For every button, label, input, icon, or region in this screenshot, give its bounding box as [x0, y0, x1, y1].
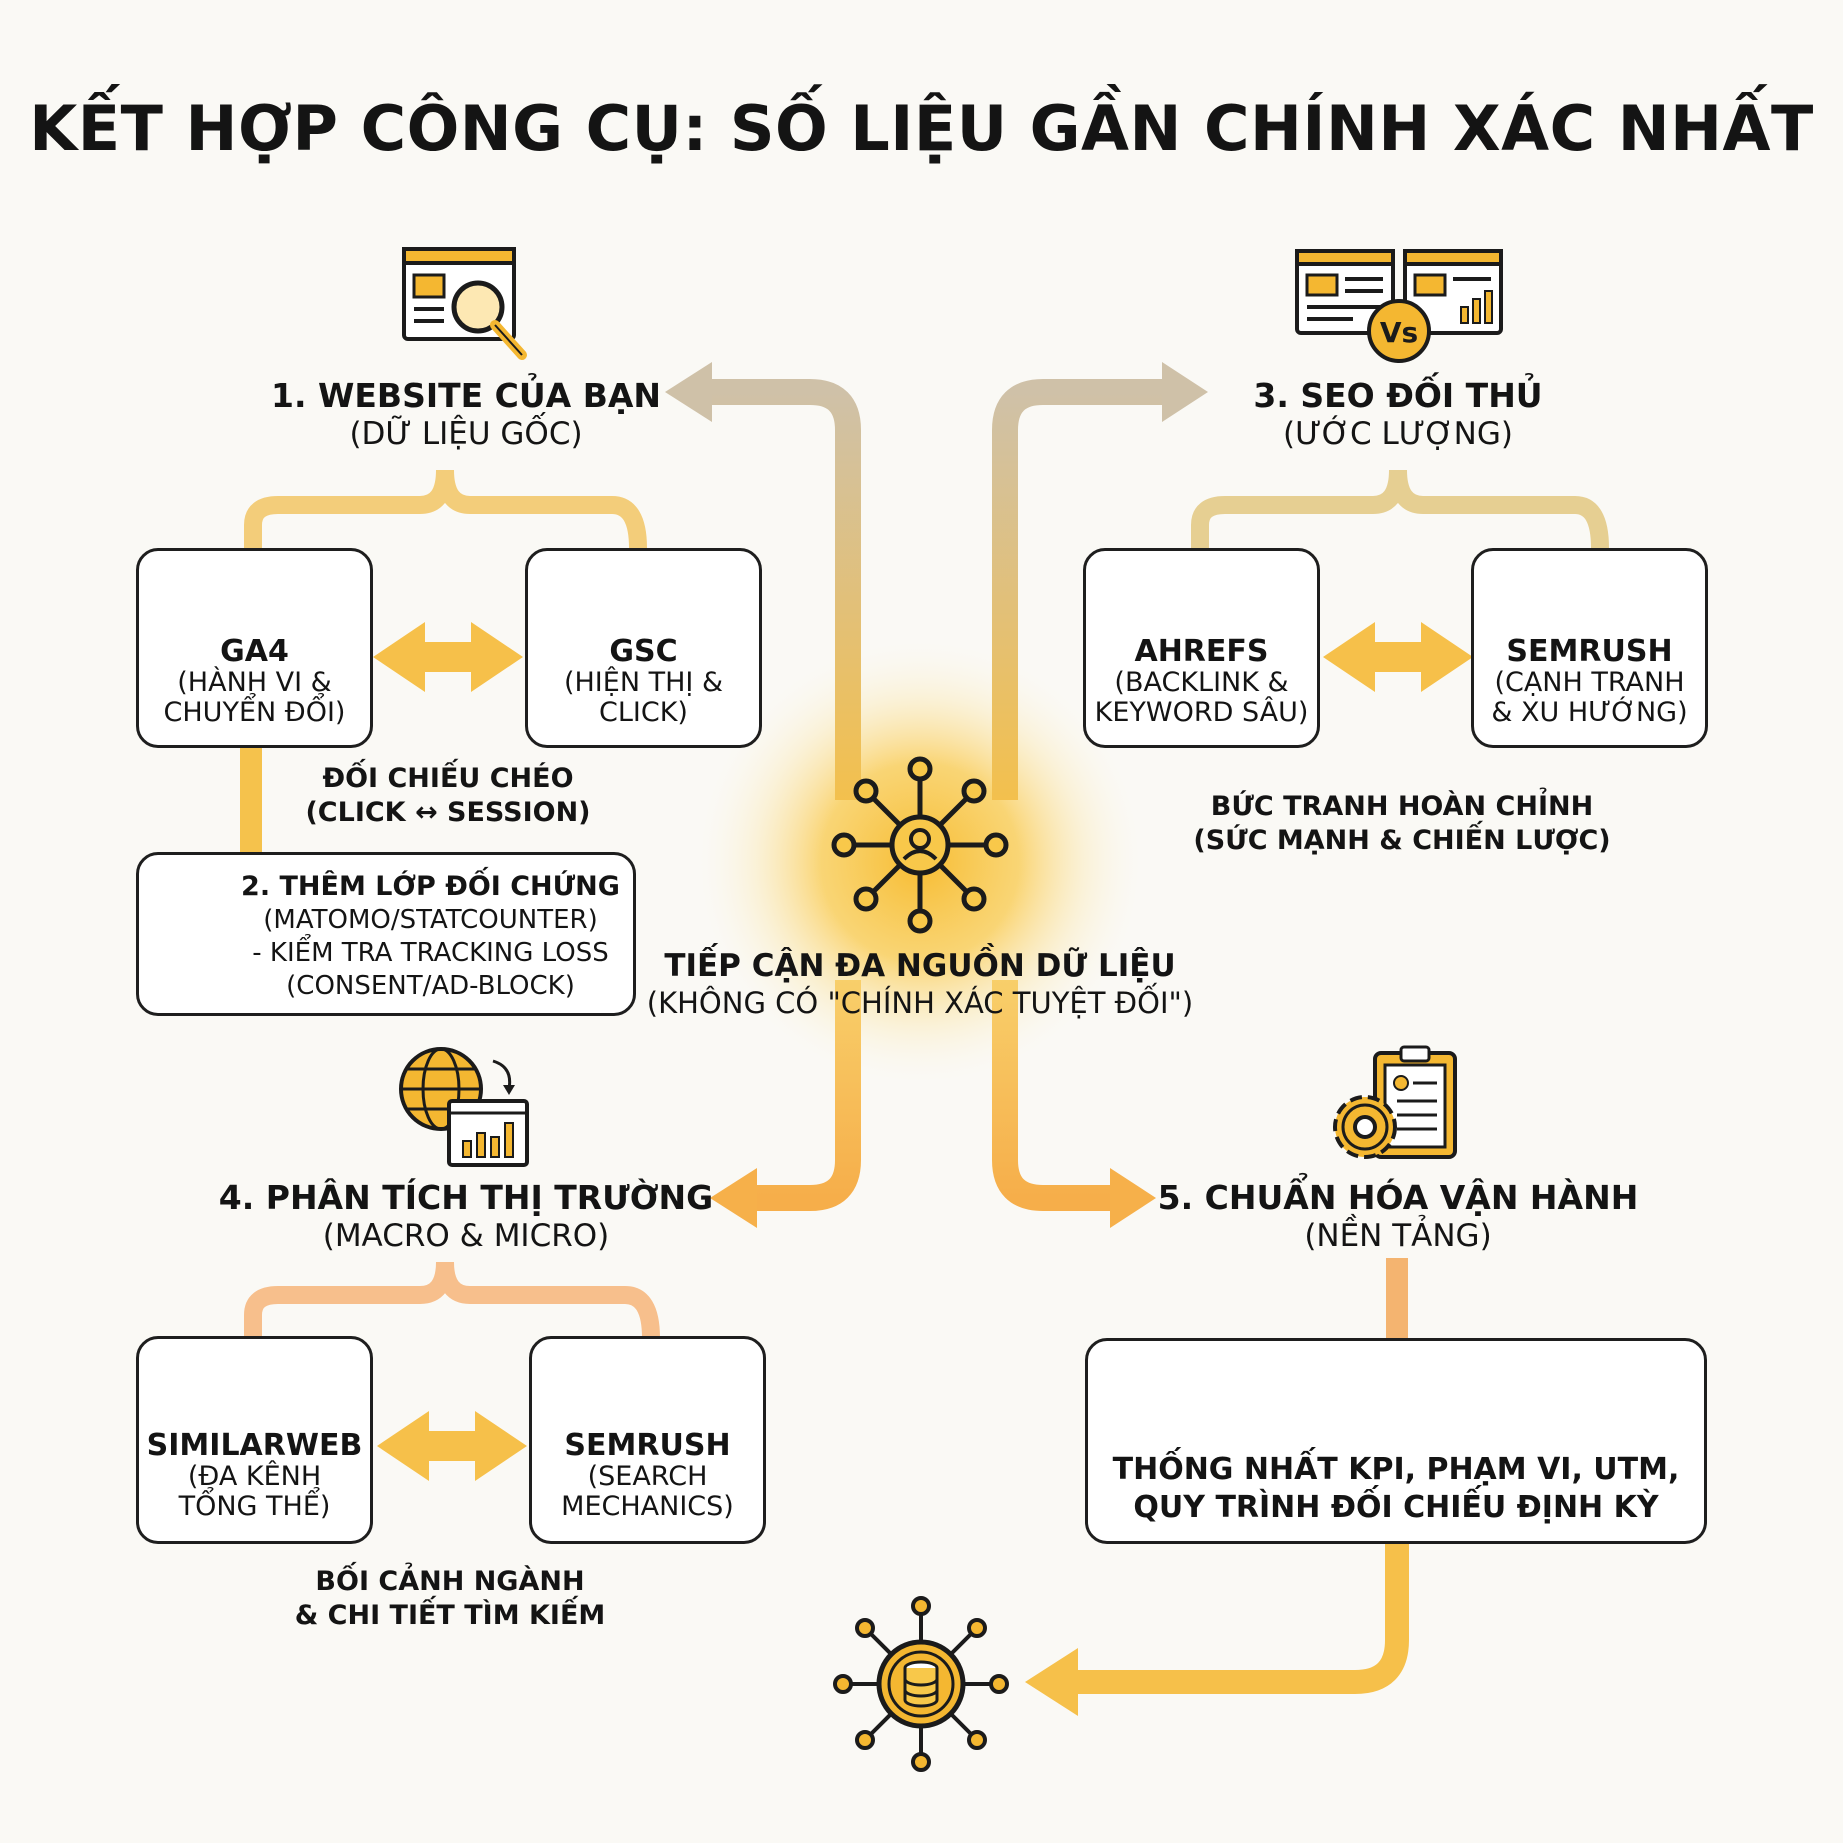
tool-semrush-competitor-line2: & XU HƯỚNG) [1491, 696, 1688, 728]
section-ops-heading: 5. CHUẨN HÓA VẬN HÀNH (NỀN TẢNG) [1098, 1178, 1698, 1255]
tool-semrush-competitor-line1: (CẠNH TRANH [1494, 667, 1685, 698]
double-arrow-ahrefs-semrush [1323, 622, 1473, 692]
tool-box-semrush-market: SEMRUSH (SEARCH MECHANICS) [529, 1336, 766, 1544]
svg-text:Vs: Vs [1380, 316, 1418, 349]
tool-gsc-name: GSC [609, 634, 678, 669]
tool-box-ga4: GA4 (HÀNH VI & CHUYỂN ĐỔI) [136, 548, 373, 748]
section-market-subtitle: (MACRO & MICRO) [322, 1217, 610, 1254]
gear-clipboard-icon [1333, 1045, 1457, 1159]
section-website-subtitle: (DỮ LIỆU GỐC) [349, 415, 583, 452]
arrow-to-competitor [992, 379, 1170, 800]
control-line1: 2. THÊM LỚP ĐỐI CHỨNG [241, 871, 620, 902]
arrow-to-website [700, 379, 861, 800]
section-market-title: 4. PHÂN TÍCH THỊ TRƯỜNG [218, 1178, 714, 1217]
section-website-heading: 1. WEBSITE CỦA BẠN (DỮ LIỆU GỐC) [166, 376, 766, 453]
tool-similarweb-line1: (ĐA KÊNH [187, 1461, 322, 1492]
tool-similarweb-line2: TỔNG THỂ) [178, 1490, 331, 1522]
section-ops-title: 5. CHUẨN HÓA VẬN HÀNH [1157, 1178, 1639, 1217]
section-competitor-title: 3. SEO ĐỐI THỦ [1253, 376, 1543, 415]
tool-gsc-line2: CLICK) [599, 696, 688, 728]
control-line4: (CONSENT/AD-BLOCK) [286, 970, 575, 1001]
section-competitor-subtitle: (ƯỚC LƯỢNG) [1283, 415, 1513, 452]
control-line3: - KIỂM TRA TRACKING LOSS [252, 937, 609, 968]
tool-gsc-line1: (HIỆN THỊ & [563, 667, 724, 698]
tool-semrush-market-name: SEMRUSH [564, 1428, 731, 1463]
tool-ahrefs-line1: (BACKLINK & [1114, 667, 1289, 698]
section-market-heading: 4. PHÂN TÍCH THỊ TRƯỜNG (MACRO & MICRO) [166, 1178, 766, 1255]
tool-ga4-line1: (HÀNH VI & [177, 667, 332, 698]
bracket-website [244, 469, 647, 549]
globe-chart-icon [399, 1047, 529, 1167]
ops-box: THỐNG NHẤT KPI, PHẠM VI, UTM, QUY TRÌNH … [1085, 1338, 1707, 1544]
center-subtitle: (KHÔNG CÓ "CHÍNH XÁC TUYỆT ĐỐI") [646, 986, 1194, 1021]
control-line2: (MATOMO/STATCOUNTER) [263, 904, 598, 935]
ops-box-line2: QUY TRÌNH ĐỐI CHIẾU ĐỊNH KỲ [1133, 1489, 1659, 1525]
note-full-picture: BỨC TRANH HOÀN CHỈNH (SỨC MẠNH & CHIẾN L… [1142, 790, 1662, 858]
note-cross-check-line1: ĐỐI CHIẾU CHÉO [322, 763, 574, 794]
note-full-picture-line2: (SỨC MẠNH & CHIẾN LƯỢC) [1193, 824, 1611, 856]
database-network-icon [833, 1596, 1009, 1772]
note-full-picture-line1: BỨC TRANH HOÀN CHỈNH [1210, 791, 1594, 822]
browser-versus-icon: Vs [1295, 249, 1503, 363]
tool-box-gsc: GSC (HIỆN THỊ & CLICK) [525, 548, 762, 748]
tool-semrush-competitor-name: SEMRUSH [1506, 634, 1673, 669]
browser-search-icon [402, 247, 527, 360]
tool-ahrefs-line2: KEYWORD SÂU) [1094, 696, 1309, 728]
bracket-competitor [1191, 469, 1609, 549]
section-ops-subtitle: (NỀN TẢNG) [1304, 1217, 1492, 1254]
section-competitor-heading: 3. SEO ĐỐI THỦ (ƯỚC LƯỢNG) [1098, 376, 1698, 453]
tool-semrush-market-line1: (SEARCH [587, 1461, 708, 1492]
tool-semrush-market-line2: MECHANICS) [561, 1490, 734, 1522]
double-arrow-similarweb-semrush [377, 1411, 527, 1481]
arrow-to-database [1075, 1540, 1409, 1694]
center-label: TIẾP CẬN ĐA NGUỒN DỮ LIỆU (KHÔNG CÓ "CHÍ… [620, 948, 1220, 1022]
note-industry-line2: & CHI TIẾT TÌM KIẾM [294, 1599, 606, 1631]
section-website-title: 1. WEBSITE CỦA BẠN [270, 376, 662, 415]
tool-box-semrush-competitor: SEMRUSH (CẠNH TRANH & XU HƯỚNG) [1471, 548, 1708, 748]
page-title: KẾT HỢP CÔNG CỤ: SỐ LIỆU GẦN CHÍNH XÁC N… [29, 92, 1814, 165]
arrow-to-ops [992, 980, 1120, 1211]
ops-box-line1: THỐNG NHẤT KPI, PHẠM VI, UTM, [1112, 1452, 1680, 1487]
network-hub-icon [831, 756, 1009, 934]
center-title: TIẾP CẬN ĐA NGUỒN DỮ LIỆU [664, 948, 1176, 984]
note-industry: BỐI CẢNH NGÀNH & CHI TIẾT TÌM KIẾM [190, 1565, 710, 1633]
tool-ga4-line2: CHUYỂN ĐỔI) [163, 696, 346, 728]
note-cross-check: ĐỐI CHIẾU CHÉO (CLICK ↔ SESSION) [188, 762, 708, 830]
tool-box-ahrefs: AHREFS (BACKLINK & KEYWORD SÂU) [1083, 548, 1320, 748]
tool-box-similarweb: SIMILARWEB (ĐA KÊNH TỔNG THỂ) [136, 1336, 373, 1544]
tool-similarweb-name: SIMILARWEB [146, 1428, 363, 1463]
bracket-market [244, 1261, 660, 1339]
double-arrow-ga4-gsc [373, 622, 523, 692]
note-cross-check-line2: (CLICK ↔ SESSION) [305, 796, 591, 828]
arrow-to-market [740, 980, 861, 1211]
tool-ahrefs-name: AHREFS [1134, 634, 1269, 669]
tool-ga4-name: GA4 [220, 634, 289, 669]
note-industry-line1: BỐI CẢNH NGÀNH [315, 1566, 585, 1597]
control-box: 2. THÊM LỚP ĐỐI CHỨNG (MATOMO/STATCOUNTE… [136, 852, 636, 1016]
